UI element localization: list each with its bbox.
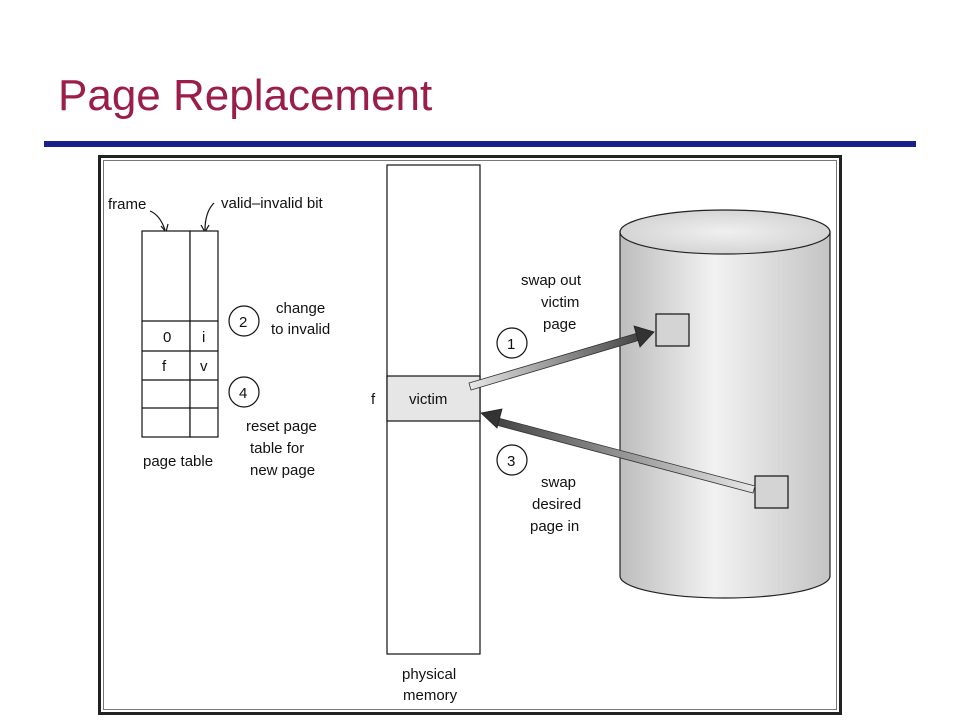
swapped-out-page-box — [655, 313, 690, 347]
victim-frame — [386, 375, 481, 422]
desired-page-box — [754, 475, 789, 509]
frame-label: frame — [108, 196, 146, 213]
valid-bit-pointer-arrow — [204, 202, 215, 231]
page-table-frame-cell: f — [162, 358, 167, 375]
title-underline — [44, 141, 916, 147]
page-table-bit-cell: i — [202, 329, 205, 346]
page-table-frame-cell: 0 — [163, 329, 171, 346]
page-title: Page Replacement — [58, 71, 433, 120]
step-1-text: swap out — [521, 272, 582, 289]
step-2-text: change — [276, 300, 325, 317]
disk-cylinder — [619, 209, 831, 599]
step-3-number: 3 — [507, 453, 515, 470]
step-3-text: desired — [532, 496, 581, 513]
swap-out-arrow — [468, 325, 655, 391]
step-4-text: reset page — [246, 418, 317, 435]
physical-memory-caption: memory — [403, 687, 458, 704]
step-4-number: 4 — [239, 385, 247, 402]
step-1-text: victim — [541, 294, 579, 311]
step-4-text: table for — [250, 440, 304, 457]
swap-in-arrow — [480, 408, 756, 494]
page-table-caption: page table — [143, 453, 213, 470]
valid-invalid-bit-label: valid–invalid bit — [221, 195, 324, 212]
page-table-bit-cell: v — [200, 358, 208, 375]
physical-memory-caption: physical — [402, 666, 456, 683]
victim-label: victim — [409, 391, 447, 408]
step-3-text: swap — [541, 474, 576, 491]
step-2-marker — [228, 305, 260, 337]
frame-pointer-arrow — [149, 210, 166, 231]
step-3-text: page in — [530, 518, 579, 535]
step-4-text: new page — [250, 462, 315, 479]
page-table — [141, 230, 219, 438]
step-1-number: 1 — [507, 336, 515, 353]
step-2-text: to invalid — [271, 321, 330, 338]
step-4-marker — [228, 376, 260, 408]
step-1-text: page — [543, 316, 576, 333]
step-3-marker — [496, 444, 528, 476]
memory-frame-label: f — [371, 391, 376, 408]
step-2-number: 2 — [239, 314, 247, 331]
step-1-marker — [496, 327, 528, 359]
